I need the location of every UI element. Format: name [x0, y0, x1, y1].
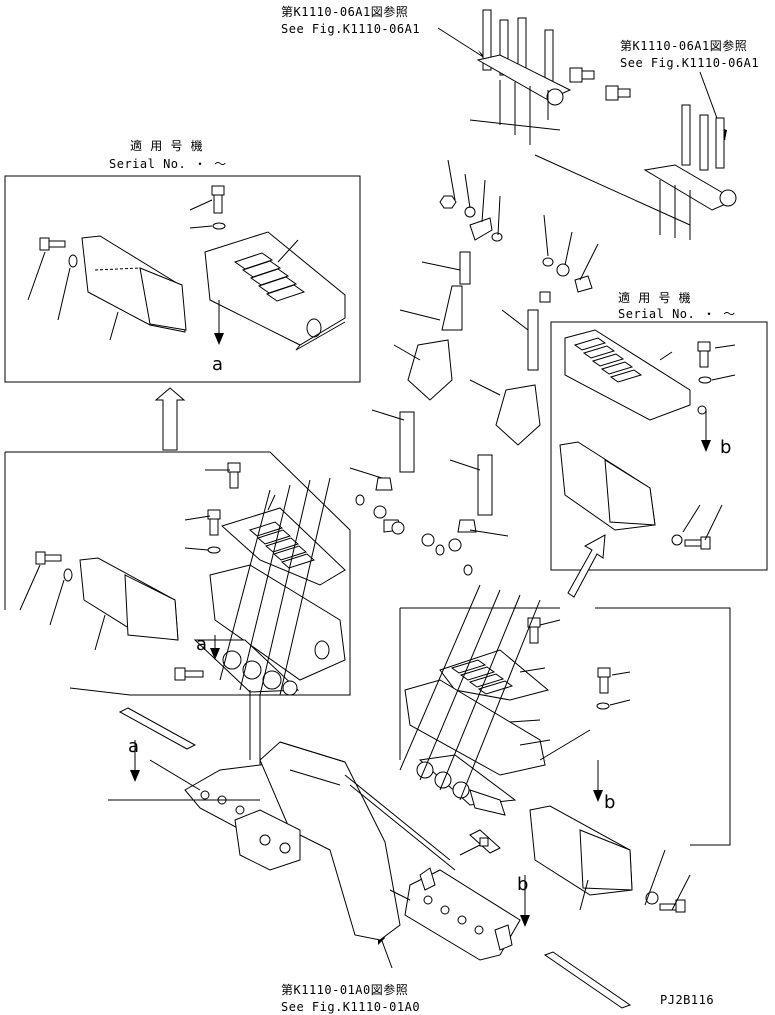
- reference-top-right: 第K1110-06A1図参照 See Fig.K1110-06A1: [620, 38, 759, 70]
- pin-rod-left: [118, 707, 197, 750]
- reference-top-right-en: See Fig.K1110-06A1: [620, 56, 759, 70]
- serial-box-left-frame: [4, 175, 361, 383]
- serial-box-right-serial: Serial No. ・ ～: [618, 307, 736, 321]
- reference-bottom-en: See Fig.K1110-01A0: [281, 1000, 420, 1014]
- side-bolt-head: [39, 237, 50, 251]
- serial-box-right-frame: [550, 321, 768, 571]
- base-frame: a b: [108, 690, 632, 1009]
- view-arrow-a-head: [214, 333, 224, 345]
- bolt-head: [211, 185, 225, 196]
- view-label-a-2: a: [196, 634, 207, 655]
- reference-bottom: 第K1110-01A0図参照 See Fig.K1110-01A0: [281, 982, 420, 1014]
- reference-top-right-jp: 第K1110-06A1図参照: [620, 38, 747, 53]
- view-label-a: a: [212, 354, 223, 375]
- side-washer: [68, 254, 78, 268]
- left-lever-assembly: a: [4, 451, 351, 696]
- assembly-left-outline: [5, 451, 351, 696]
- view-label-b-2: b: [604, 792, 615, 813]
- lever-left: [349, 9, 595, 535]
- up-arrow-right: [567, 534, 606, 598]
- side-guard-face: [139, 267, 187, 331]
- serial-box-right: 適 用 号 機 Serial No. ・ ～ b: [550, 290, 768, 571]
- lever-boot: [407, 339, 453, 401]
- reference-bottom-jp: 第K1110-01A0図参照: [281, 982, 408, 997]
- drawing-code: PJ2B116: [660, 993, 714, 1007]
- guard-hidden-line: [94, 267, 141, 271]
- serial-box-left-serial: Serial No. ・ ～: [109, 157, 227, 171]
- serial-box-left: 適 用 号 機 Serial No. ・ ～ a: [4, 138, 361, 383]
- reference-top-left: 第K1110-06A1図参照 See Fig.K1110-06A1: [281, 4, 420, 36]
- side-bolt-shank: [48, 240, 66, 248]
- pin-rod-right: [543, 951, 632, 1009]
- vent-slots: [233, 252, 306, 302]
- lever-right: [421, 85, 737, 576]
- cover-plate: [204, 231, 346, 346]
- right-lever-assembly: b: [399, 584, 731, 913]
- leader-top-left: [437, 27, 489, 61]
- cover-edge: [295, 321, 346, 351]
- bolt-shank: [213, 194, 223, 214]
- view-label-b-3: b: [517, 874, 528, 895]
- washer: [212, 222, 226, 230]
- up-arrow-left: [154, 387, 186, 451]
- reference-top-left-en: See Fig.K1110-06A1: [281, 22, 420, 36]
- serial-box-left-title: 適 用 号 機: [130, 138, 203, 153]
- base-plate-right: [404, 869, 521, 961]
- view-label-a-3: a: [128, 736, 139, 757]
- reference-top-left-jp: 第K1110-06A1図参照: [281, 4, 408, 19]
- cover-hole: [306, 318, 322, 338]
- top-plate: [221, 507, 346, 586]
- serial-box-right-title: 適 用 号 機: [618, 290, 691, 305]
- view-label-b: b: [720, 437, 731, 458]
